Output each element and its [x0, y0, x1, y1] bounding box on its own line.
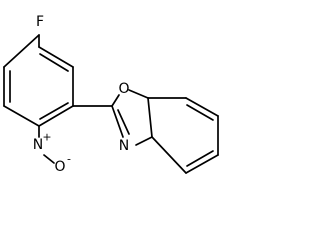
nitro-nitrogen-label: N	[33, 137, 43, 153]
bond	[186, 104, 214, 121]
bond	[135, 136, 153, 146]
bond	[186, 150, 214, 167]
bond	[43, 154, 55, 164]
atom-labels: F O N N + O -	[33, 14, 130, 175]
fluorine-atom-label: F	[36, 14, 44, 30]
nitro-negative-charge: -	[67, 153, 71, 166]
bond	[39, 102, 69, 120]
chemical-structure: F O N N + O -	[3, 14, 219, 175]
bond	[128, 89, 149, 99]
bonds	[3, 34, 219, 174]
bond	[151, 136, 187, 174]
bond	[117, 109, 130, 135]
bond	[38, 105, 74, 127]
nitro-oxygen-label: O	[54, 159, 65, 175]
bond	[3, 105, 40, 127]
bond	[3, 34, 40, 68]
bond	[39, 53, 69, 72]
oxazole-nitrogen-label: N	[119, 138, 129, 154]
bond	[111, 105, 124, 138]
bond	[185, 97, 219, 117]
bond	[111, 94, 120, 107]
bond	[185, 154, 219, 174]
nitro-positive-charge: +	[42, 131, 51, 144]
oxazole-oxygen-label: O	[118, 81, 129, 97]
bond	[38, 46, 74, 68]
bond	[147, 97, 153, 138]
